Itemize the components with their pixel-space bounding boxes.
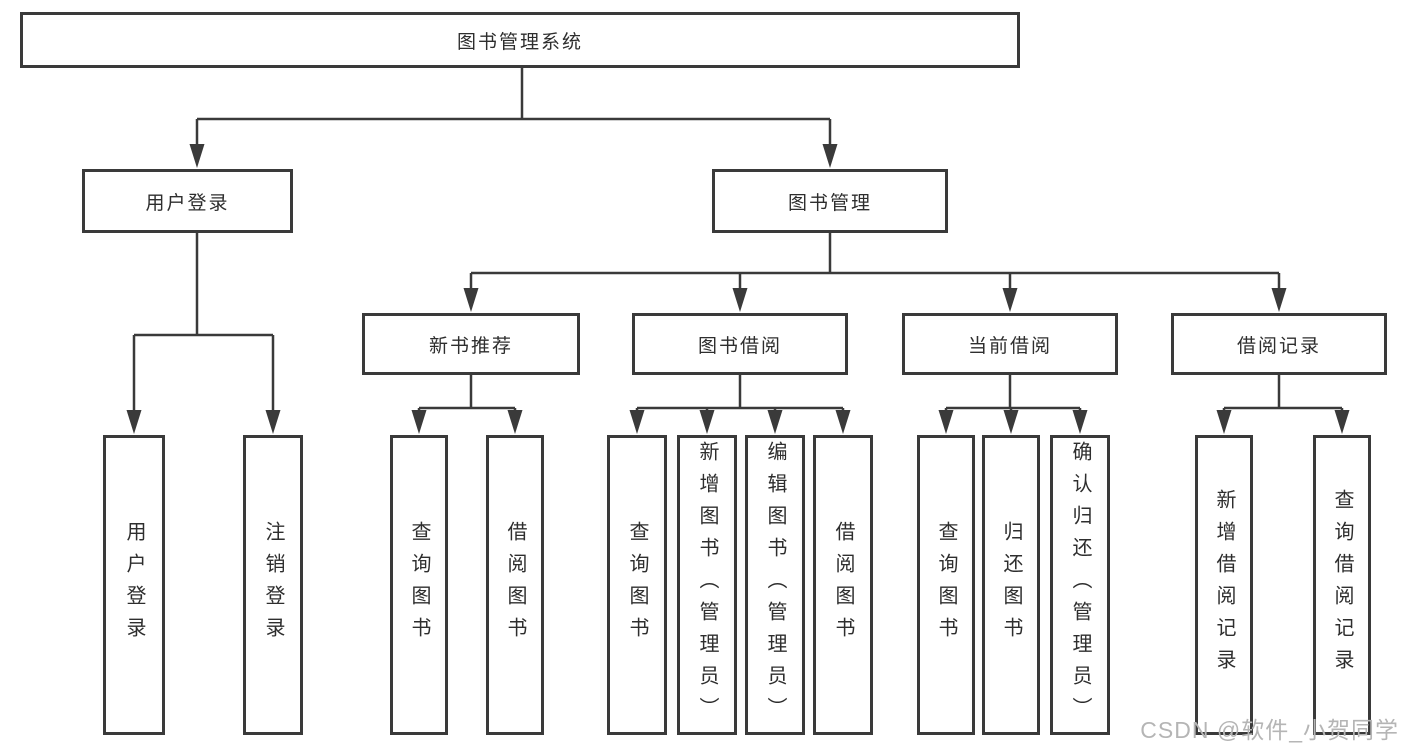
node-leaf-user-login: 用户登录: [103, 435, 165, 735]
node-leaf-add-book-admin: 新增图书（管理员）: [677, 435, 737, 735]
node-borrow-records: 借阅记录: [1171, 313, 1387, 375]
node-leaf-edit-book-admin: 编辑图书（管理员）: [745, 435, 805, 735]
node-new-book-recommend: 新书推荐: [362, 313, 580, 375]
node-leaf-return-books: 归还图书: [982, 435, 1040, 735]
node-leaf-borrow-books-recommend: 借阅图书: [486, 435, 544, 735]
node-leaf-add-borrow-record: 新增借阅记录: [1195, 435, 1253, 735]
csdn-watermark: CSDN @软件_小贺同学: [1140, 717, 1399, 743]
node-book-management: 图书管理: [712, 169, 948, 233]
node-library-system: 图书管理系统: [20, 12, 1020, 68]
node-user-login: 用户登录: [82, 169, 293, 233]
node-book-borrow: 图书借阅: [632, 313, 848, 375]
node-leaf-borrow-books: 借阅图书: [813, 435, 873, 735]
node-leaf-confirm-return-admin: 确认归还（管理员）: [1050, 435, 1110, 735]
node-leaf-query-borrow-record: 查询借阅记录: [1313, 435, 1371, 735]
node-leaf-query-books-recommend: 查询图书: [390, 435, 448, 735]
node-leaf-query-books-borrow: 查询图书: [607, 435, 667, 735]
node-leaf-logout: 注销登录: [243, 435, 303, 735]
node-leaf-query-books-current: 查询图书: [917, 435, 975, 735]
node-current-borrow: 当前借阅: [902, 313, 1118, 375]
